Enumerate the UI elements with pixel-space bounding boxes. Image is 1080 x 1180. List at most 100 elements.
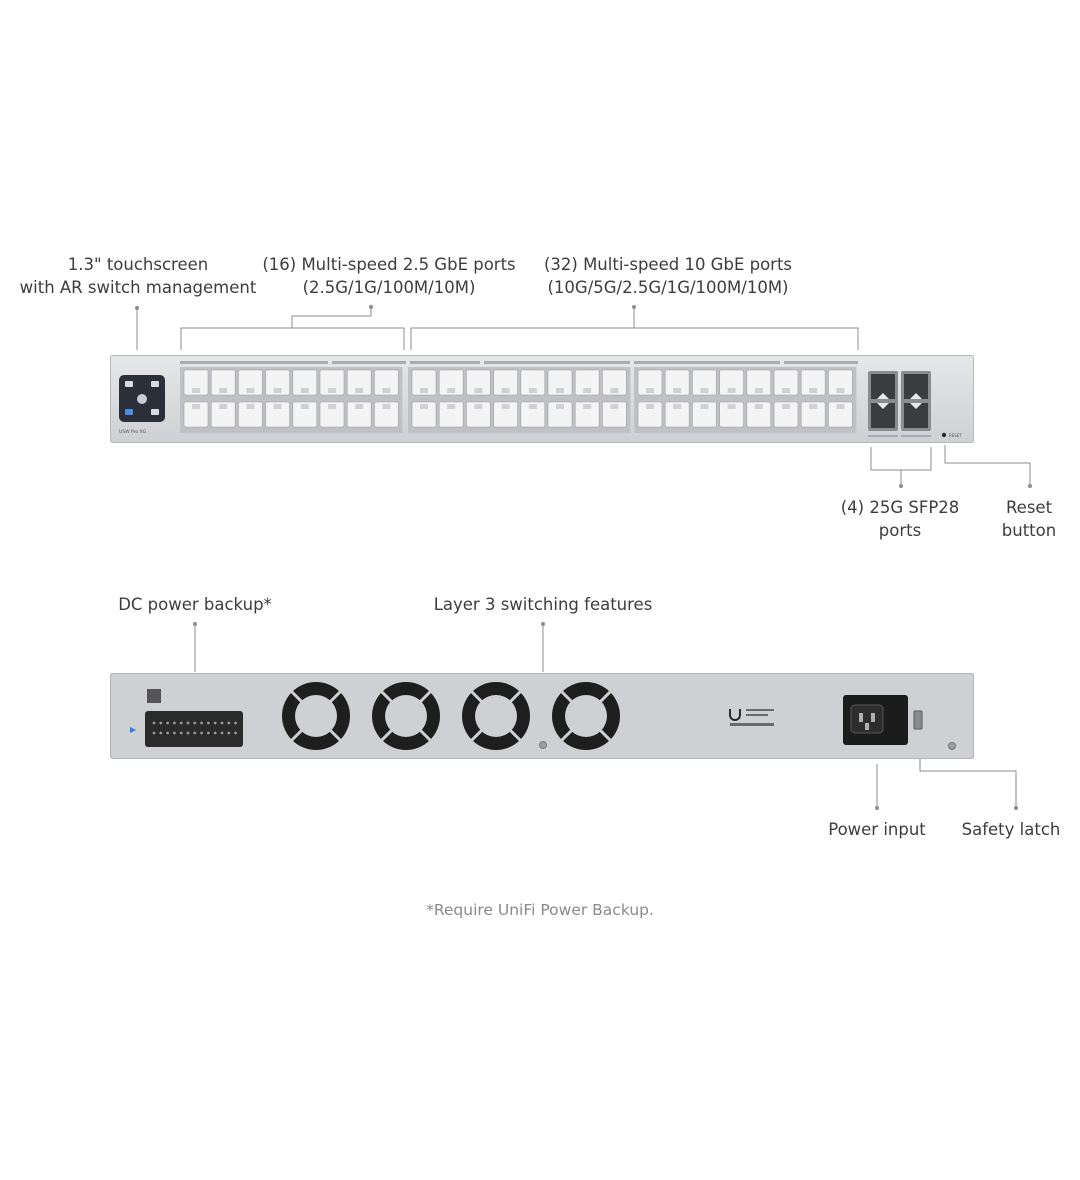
rj45-port[interactable] (292, 401, 318, 428)
rj45-port[interactable] (493, 401, 518, 428)
rj45-port[interactable] (210, 401, 236, 428)
fan-spoke (598, 728, 612, 742)
dc-pin (200, 731, 203, 735)
rj45-port[interactable] (438, 401, 464, 428)
dc-pin (220, 731, 224, 735)
rj45-port[interactable] (800, 401, 826, 428)
dc-pin (234, 731, 237, 735)
rj45-port[interactable] (828, 369, 853, 396)
rj45-port[interactable] (547, 401, 573, 428)
rj45-port[interactable] (574, 369, 600, 396)
rj45-port[interactable] (719, 369, 744, 396)
dc-pin (234, 721, 237, 725)
ports-10gbe-label-line1: (32) Multi-speed 10 GbE ports (543, 255, 793, 274)
callout-25gbe (291, 307, 372, 328)
rj45-port[interactable] (828, 401, 853, 428)
rj45-port-latch (754, 404, 763, 409)
rj45-port-latch (727, 388, 736, 393)
rj45-port[interactable] (520, 401, 546, 428)
dc-pin (227, 721, 231, 725)
rj45-port-latch (836, 388, 845, 393)
rj45-port[interactable] (466, 369, 491, 396)
bracket-25gbe (180, 327, 405, 350)
rj45-port[interactable] (238, 369, 263, 396)
rj45-port[interactable] (265, 401, 290, 428)
rj45-port-grid (180, 367, 857, 433)
rj45-port[interactable] (411, 369, 437, 396)
fan-spoke (418, 690, 432, 704)
rj45-port-latch (610, 404, 619, 409)
rj45-port-latch (273, 388, 282, 393)
dc-pin (200, 721, 203, 725)
rj45-port[interactable] (466, 401, 491, 428)
rj45-port[interactable] (664, 369, 690, 396)
rj45-port[interactable] (602, 401, 627, 428)
rj45-port[interactable] (374, 401, 399, 428)
rj45-port[interactable] (719, 401, 744, 428)
rj45-port[interactable] (438, 369, 464, 396)
rj45-port[interactable] (183, 369, 209, 396)
rj45-port[interactable] (319, 401, 345, 428)
dc-power-connector[interactable] (145, 711, 243, 747)
rj45-port[interactable] (602, 369, 627, 396)
rj45-port[interactable] (692, 369, 717, 396)
rj45-port-latch (447, 388, 456, 393)
dc-pin (159, 731, 163, 735)
rj45-port-latch (646, 404, 654, 409)
rj45-port[interactable] (346, 401, 372, 428)
rj45-port[interactable] (265, 369, 290, 396)
rj45-port-latch (646, 388, 654, 393)
touchscreen-display[interactable] (119, 375, 165, 422)
rj45-port[interactable] (520, 369, 546, 396)
fan-spoke (290, 728, 304, 742)
ports-25gbe-label-line2: (2.5G/1G/100M/10M) (302, 278, 476, 297)
rj45-port[interactable] (319, 369, 345, 396)
dc-pin (193, 721, 197, 725)
rj45-port[interactable] (637, 369, 663, 396)
fan-spoke (560, 690, 574, 704)
fan-spoke (470, 728, 484, 742)
reset-button[interactable] (941, 432, 947, 438)
dc-pin (213, 731, 217, 735)
rj45-port[interactable] (773, 401, 799, 428)
rj45-port[interactable] (183, 401, 209, 428)
rj45-port-latch (420, 388, 428, 393)
dc-pin (173, 721, 176, 725)
rj45-port[interactable] (374, 369, 399, 396)
dc-pin (186, 721, 190, 725)
reset-button-label-line2: button (1001, 521, 1057, 540)
dc-pin (227, 731, 231, 735)
rj45-port[interactable] (547, 369, 573, 396)
rj45-port[interactable] (746, 401, 772, 428)
rj45-port[interactable] (746, 369, 772, 396)
rj45-port[interactable] (411, 401, 437, 428)
sfp28-cage[interactable] (868, 371, 931, 431)
fan-spoke (508, 728, 522, 742)
model-label: USW Pro XG (119, 429, 147, 435)
status-led-icon (130, 727, 136, 733)
ports-25gbe-label-line1: (16) Multi-speed 2.5 GbE ports (262, 255, 516, 274)
dc-pin (207, 731, 210, 735)
rj45-port[interactable] (637, 401, 663, 428)
rj45-port-latch (782, 404, 790, 409)
rj45-port[interactable] (773, 369, 799, 396)
rj45-port-latch (246, 388, 255, 393)
screw-icon (948, 742, 956, 750)
power-input-socket[interactable] (843, 695, 908, 745)
rj45-port[interactable] (800, 369, 826, 396)
fan-spoke (598, 690, 612, 704)
rj45-port[interactable] (210, 369, 236, 396)
reset-button-label-line1: Reset (1005, 498, 1053, 517)
fan-hub (385, 695, 427, 737)
rj45-port[interactable] (238, 401, 263, 428)
rj45-port[interactable] (664, 401, 690, 428)
rj45-port[interactable] (692, 401, 717, 428)
safety-latch[interactable] (913, 710, 923, 730)
ports-25gbe-label: (16) Multi-speed 2.5 GbE ports (2.5G/1G/… (258, 253, 520, 299)
fan-hub (295, 695, 337, 737)
rj45-port[interactable] (493, 369, 518, 396)
rj45-port-latch (219, 388, 228, 393)
rj45-port[interactable] (346, 369, 372, 396)
rj45-port[interactable] (574, 401, 600, 428)
rj45-port[interactable] (292, 369, 318, 396)
